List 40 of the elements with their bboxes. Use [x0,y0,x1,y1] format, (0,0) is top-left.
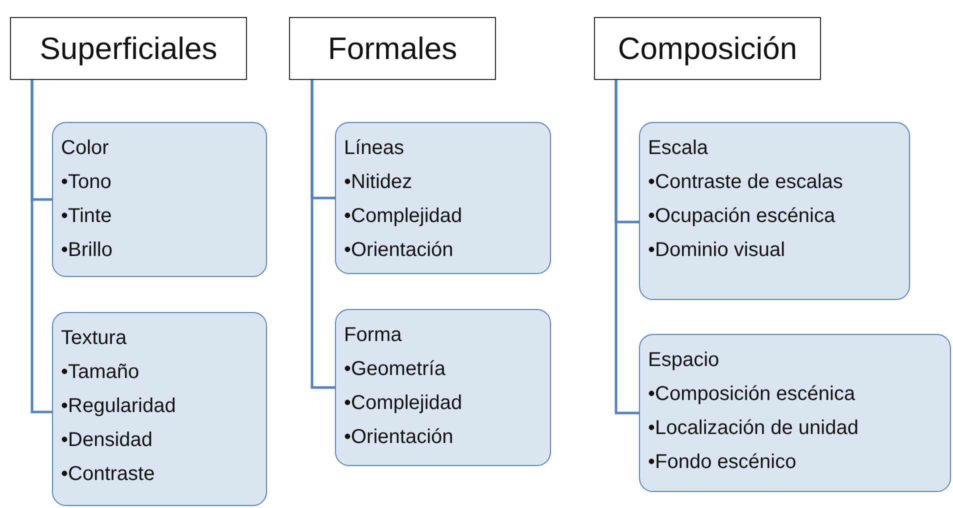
list-item: •Fondo escénico [648,450,798,475]
category-box [594,17,821,80]
subcategory-box [639,122,910,300]
list-item: •Tono [61,170,112,195]
list-item: •Complejidad [344,391,464,416]
list-item: •Contraste de escalas [648,170,844,195]
list-item: •Orientación [344,238,454,263]
list-item: •Composición escénica [648,382,856,407]
subcategory-box [52,122,267,277]
subcategory-title: Forma [344,323,403,348]
subcategory-box [335,122,551,274]
list-item: •Ocupación escénica [648,204,836,229]
list-item: •Contraste [61,462,156,487]
connector-line [614,80,639,414]
category-title: Superficiales [40,30,218,66]
subcategory-box [639,334,951,492]
list-item: •Orientación [344,425,454,450]
list-item: •Tamaño [61,360,140,385]
connector-line [30,80,52,414]
subcategory-title: Líneas [344,136,406,161]
subcategory-title: Textura [61,326,128,351]
list-item: •Localización de unidad [648,416,860,441]
subcategory-box [52,312,267,506]
list-item: •Complejidad [344,204,464,229]
subcategory-title: Espacio [648,348,720,373]
category-box [10,17,247,80]
subcategory-box [335,309,551,466]
list-item: •Tinte [61,204,113,229]
category-title: Composición [618,30,798,66]
category-box [289,17,496,80]
connector-line [310,80,335,389]
list-item: •Geometría [344,357,446,382]
subcategory-title: Color [61,136,110,161]
subcategory-title: Escala [648,136,710,161]
list-item: •Nitidez [344,170,414,195]
list-item: •Brillo [61,238,114,263]
list-item: •Regularidad [61,394,177,419]
list-item: •Dominio visual [648,238,786,263]
list-item: •Densidad [61,428,154,453]
category-title: Formales [328,30,458,66]
